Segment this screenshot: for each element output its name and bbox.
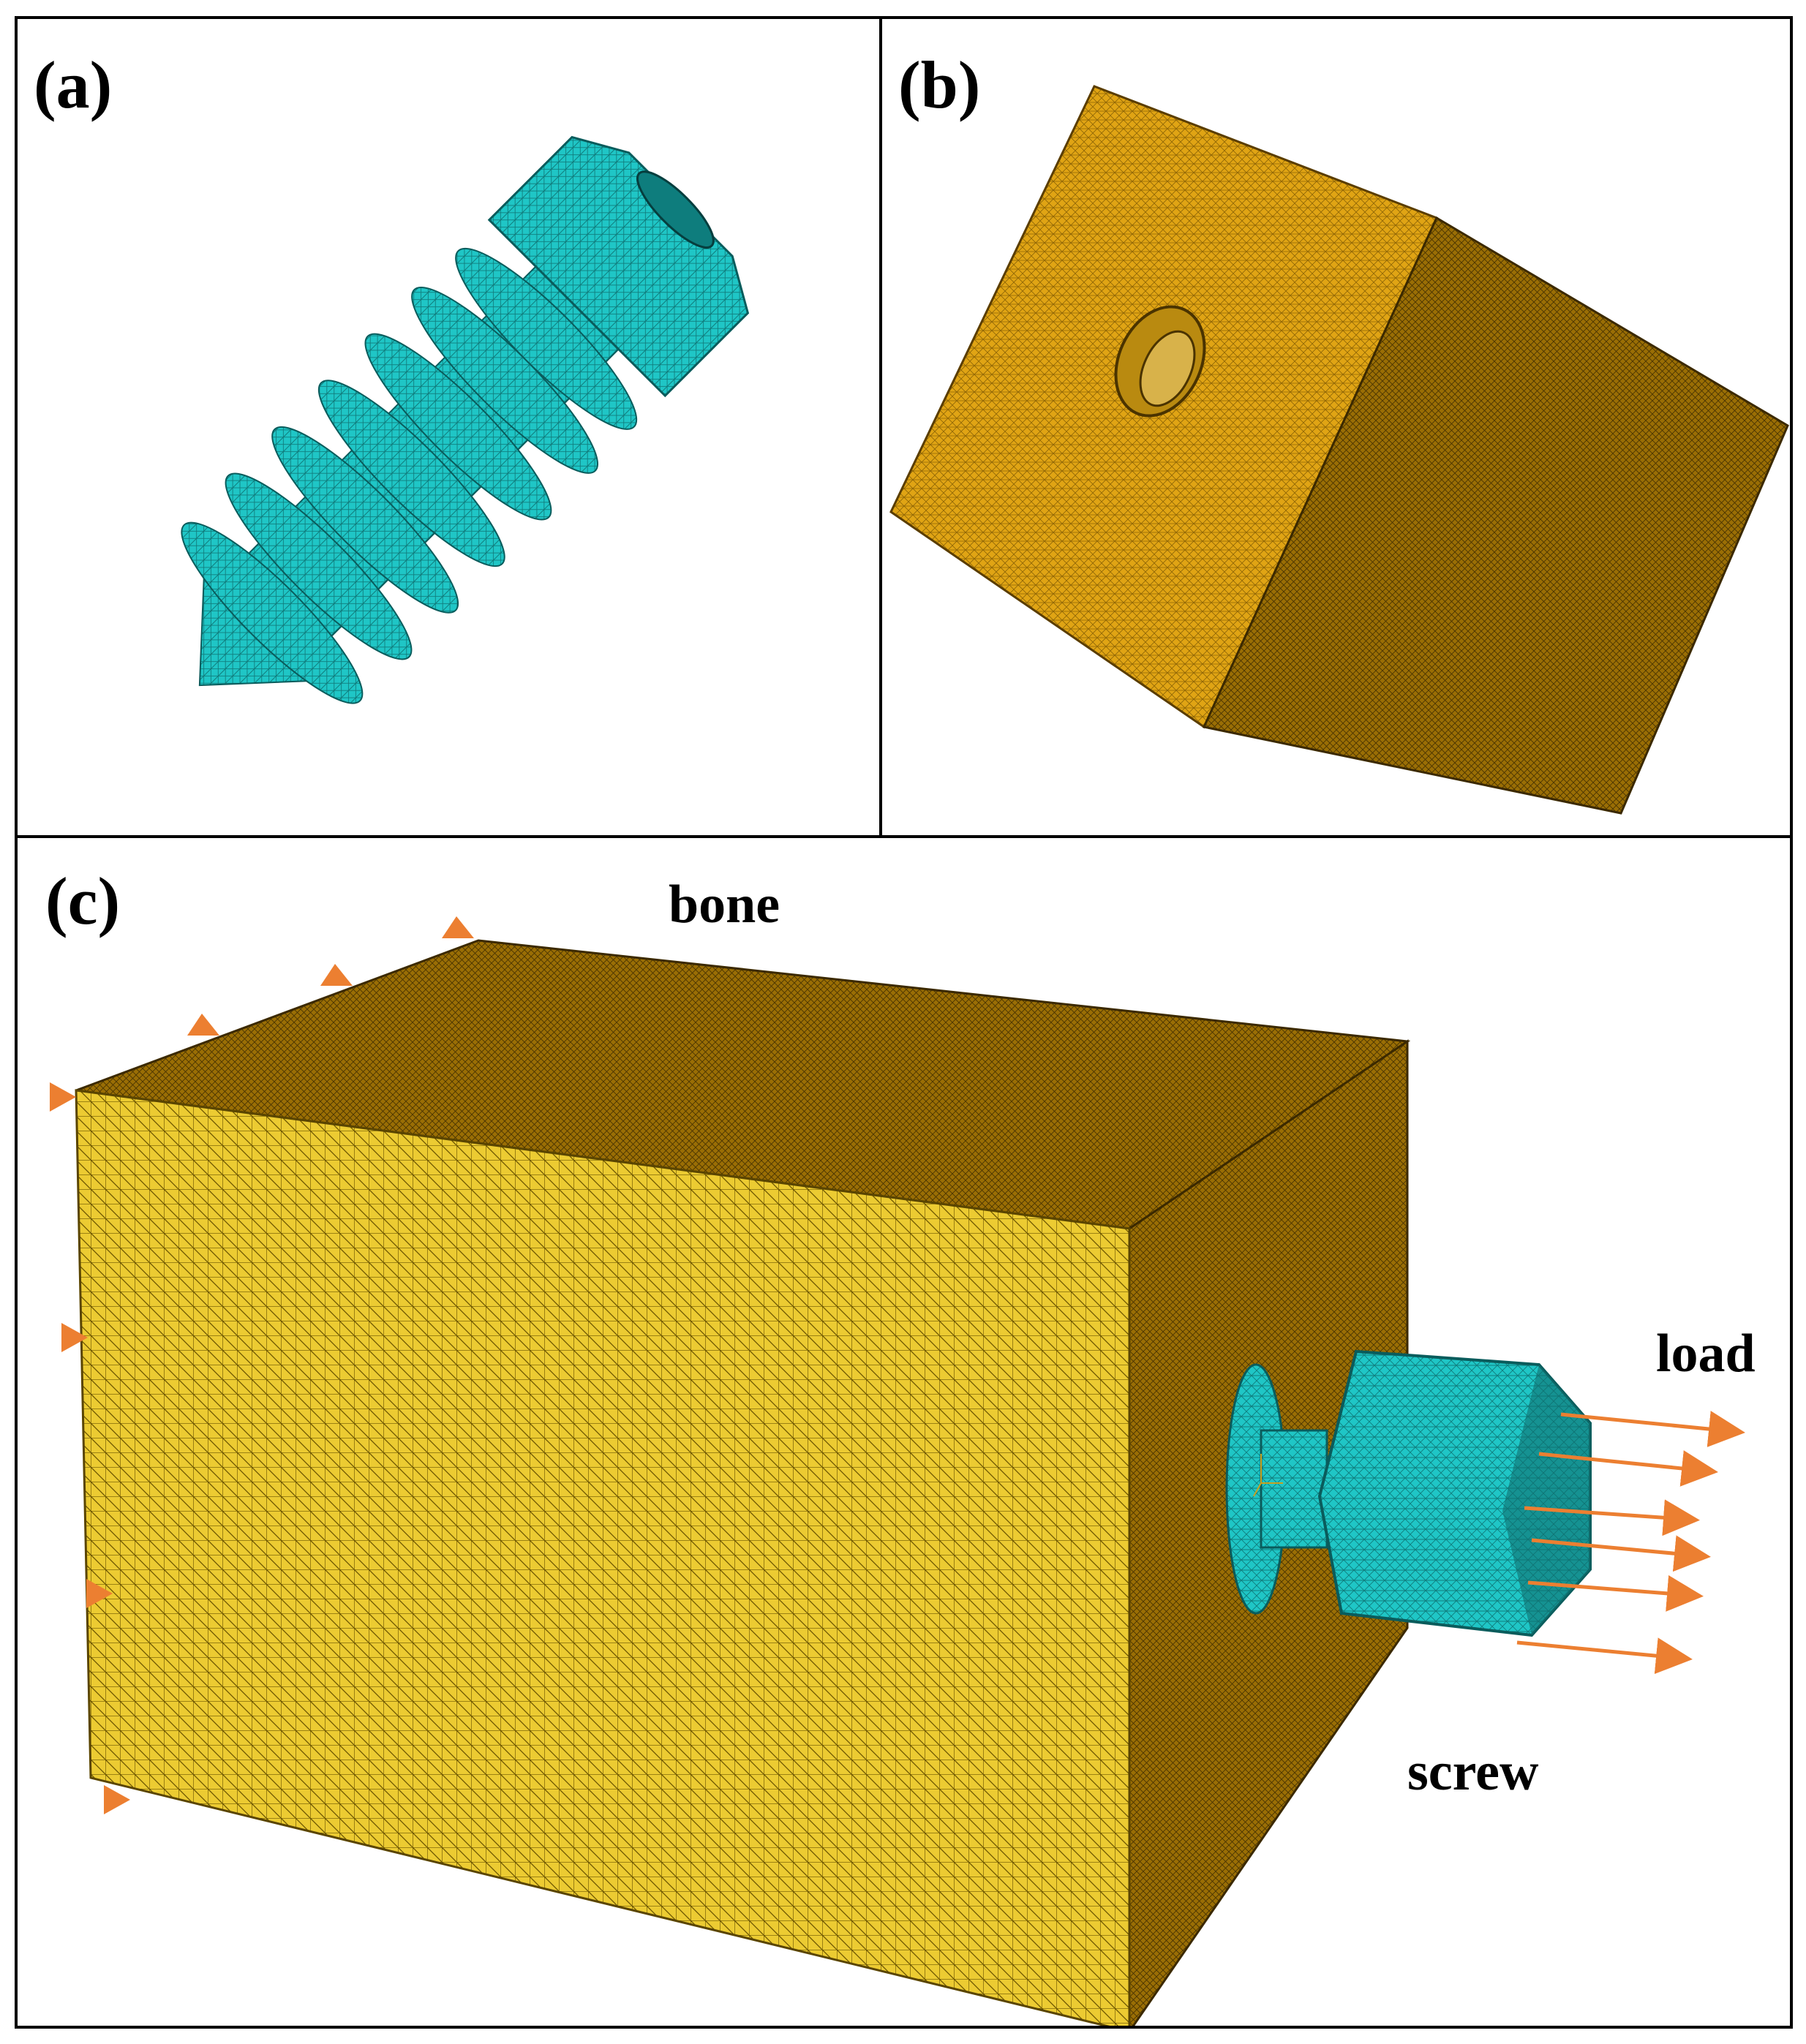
screw-head-socket [636, 170, 715, 249]
screw-thread [225, 472, 413, 660]
screw-thread [317, 380, 505, 567]
fixed-support-marker [104, 1785, 130, 1814]
screw-hole-inner [1139, 330, 1196, 407]
axis-triad [1253, 1454, 1283, 1497]
screw-head [487, 135, 750, 398]
screw-head-end-face [1502, 1365, 1590, 1635]
bone-front-face [75, 1089, 1131, 2026]
panel-c-label: (c) [45, 864, 121, 938]
fixed-support-marker [50, 1082, 76, 1112]
load-arrow [1524, 1499, 1700, 1536]
load-label: load [1656, 1324, 1756, 1384]
assembly-figure [50, 916, 1745, 2026]
load-arrow [1560, 1411, 1745, 1447]
bone-label: bone [669, 875, 780, 935]
load-arrows [1516, 1411, 1745, 1675]
fixed-support-marker [86, 1579, 113, 1608]
load-arrow [1527, 1575, 1704, 1612]
boundary-condition-markers [50, 916, 474, 1814]
fixed-support-marker [442, 916, 474, 938]
panel-a: (a) [15, 16, 882, 838]
screw-thread [364, 333, 552, 521]
bone-side-face [1202, 216, 1789, 815]
screw-neck [1260, 1429, 1328, 1549]
screw-thread [181, 521, 364, 704]
panel-b: (b) [879, 16, 1793, 838]
screw-mesh-figure [181, 135, 750, 704]
fixed-support-marker [61, 1323, 88, 1352]
fixed-support-marker [187, 1014, 219, 1036]
screw-thread [455, 247, 638, 430]
fixed-support-marker [320, 964, 353, 986]
screw-thread [271, 426, 459, 614]
bone-block-figure [889, 85, 1789, 815]
panel-b-label: (b) [898, 48, 981, 122]
load-arrow [1538, 1450, 1718, 1487]
panel-a-label: (a) [34, 48, 113, 122]
load-arrow [1531, 1535, 1711, 1572]
load-arrow [1516, 1637, 1693, 1675]
panel-c: (c) bone load screw [15, 835, 1793, 2029]
screw-label: screw [1407, 1742, 1539, 1802]
